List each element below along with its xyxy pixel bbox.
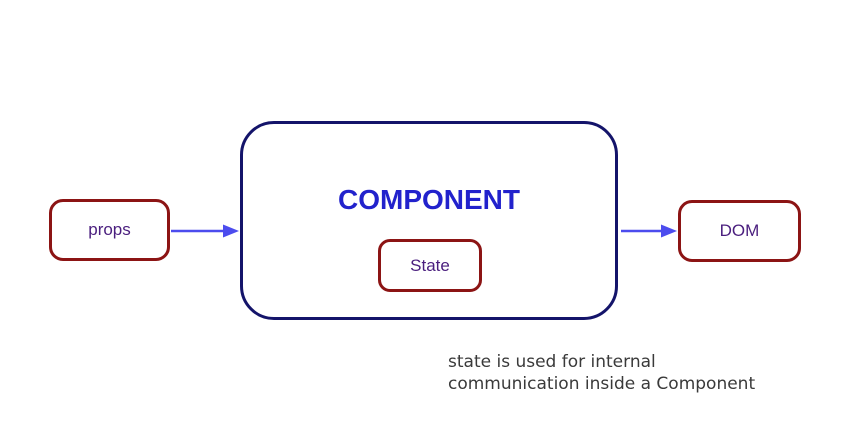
arrow-props-to-component — [171, 224, 239, 238]
dom-box-label: DOM — [719, 221, 760, 240]
component-title: COMPONENT — [338, 184, 520, 215]
caption: state is used for internal communication… — [448, 352, 755, 395]
props-box-label: props — [88, 220, 131, 239]
component-box: COMPONENT State — [240, 121, 618, 320]
dom-box: DOM — [678, 200, 801, 262]
caption-line-2: communication inside a Component — [448, 373, 756, 394]
arrow-component-to-dom — [621, 224, 677, 238]
state-box-label: State — [410, 255, 450, 275]
caption-line-1: state is used for internal — [448, 352, 656, 372]
state-box: State — [378, 239, 482, 292]
props-box: props — [49, 199, 170, 261]
